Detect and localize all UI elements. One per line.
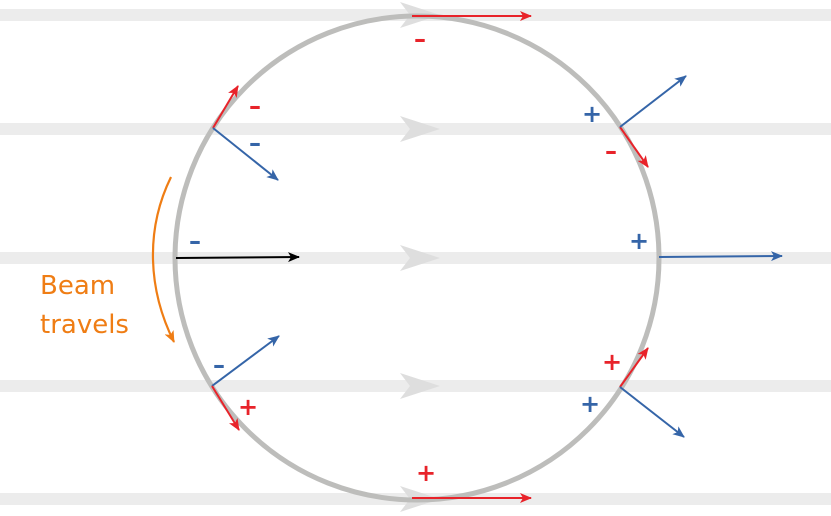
red-vector-upper-right: [619, 126, 649, 168]
black-vector-left: [175, 252, 300, 263]
sign-top-red: –: [414, 25, 426, 53]
field-direction-arrow: [400, 373, 440, 399]
blue-vector-lower-left: [211, 335, 280, 387]
field-line-4: [0, 373, 831, 399]
sign-lower-right-blue: +: [580, 390, 600, 418]
field-direction-arrow: [400, 116, 440, 142]
sign-lower-left-blue: –: [213, 351, 225, 379]
beam-label-line1: Beam: [40, 271, 115, 301]
sign-upper-right-red: –: [605, 137, 617, 165]
sign-upper-right-blue: +: [582, 100, 602, 128]
field-line-3: [0, 245, 831, 271]
sign-lower-left-red: +: [238, 393, 258, 421]
field-line-2: [0, 116, 831, 142]
sign-left-blue: –: [189, 227, 201, 255]
field-direction-arrow: [400, 245, 440, 271]
red-vector-lower-right: [619, 347, 649, 388]
red-vector-upper-left: [212, 85, 239, 129]
blue-vector-lower-right: [619, 386, 685, 438]
sign-bottom-red: +: [416, 459, 436, 487]
sign-lower-right-red: +: [602, 348, 622, 376]
red-vector-lower-left: [211, 385, 240, 431]
blue-vector-upper-left: [212, 127, 279, 181]
sign-upper-left-red: –: [249, 92, 261, 120]
beam-label: Beam travels: [40, 271, 129, 340]
blue-vector-right: [658, 251, 783, 262]
beam-label-line2: travels: [40, 310, 129, 340]
blue-vector-upper-right: [619, 75, 687, 128]
sign-upper-left-blue: –: [249, 129, 261, 157]
sign-right-blue: +: [629, 227, 649, 255]
beam-travel-arrow: [151, 176, 175, 343]
